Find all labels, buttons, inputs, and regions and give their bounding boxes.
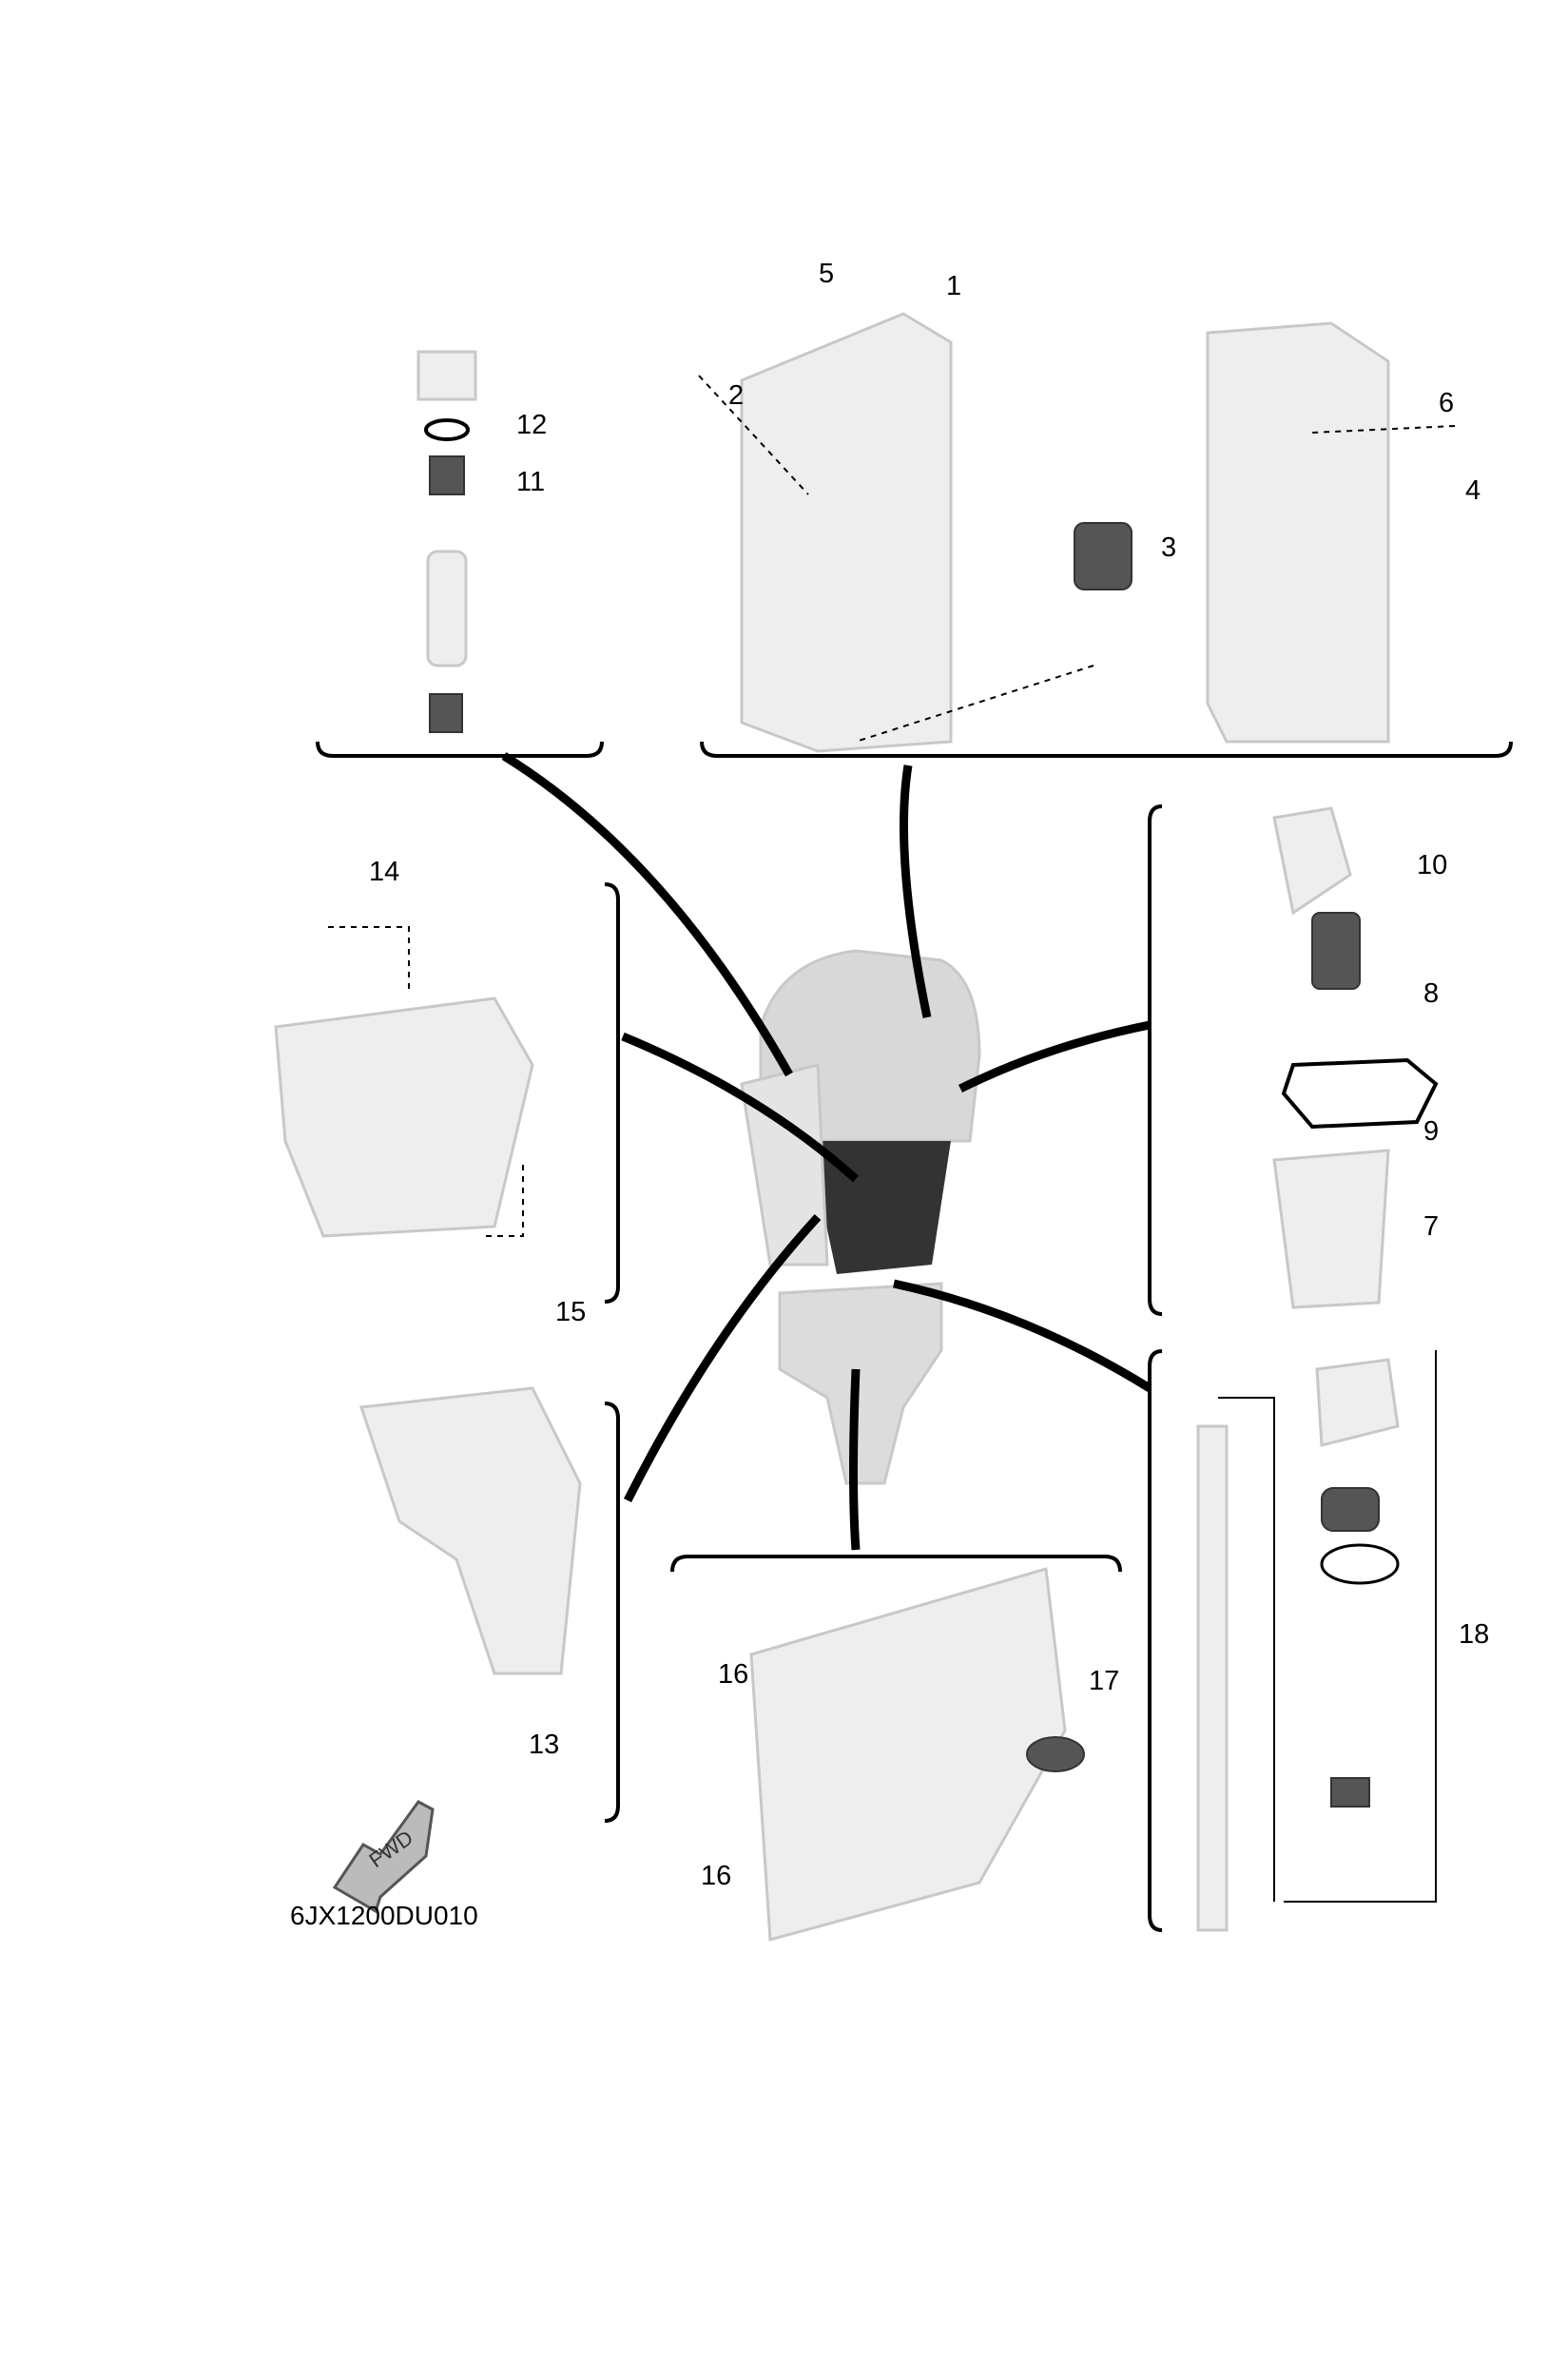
callout-8: 8: [1423, 978, 1439, 1009]
group-brackets: [316, 741, 1513, 1932]
callout-15: 15: [555, 1297, 586, 1327]
callout-16-second: 16: [701, 1861, 731, 1891]
callout-2: 2: [728, 380, 744, 411]
callout-16: 16: [718, 1659, 748, 1690]
callout-5: 5: [819, 259, 834, 289]
fwd-arrow: FWD: [332, 1800, 435, 1914]
callout-13: 13: [529, 1730, 559, 1760]
callout-1: 1: [946, 271, 961, 301]
callout-17: 17: [1089, 1666, 1119, 1696]
diagram-code: 6JX1200DU010: [290, 1901, 478, 1930]
component-sketches: [274, 312, 1456, 1942]
callout-12: 12: [516, 410, 547, 440]
callout-14: 14: [369, 857, 399, 887]
outboard-motor: [740, 949, 981, 1485]
leader-lines: [501, 752, 1152, 1551]
callout-numbers: 1 2 3 4 5 6 7 8 9 10 11 12 13 14 15 16 1…: [369, 259, 1489, 1891]
callout-4: 4: [1465, 475, 1481, 506]
callout-10: 10: [1417, 850, 1447, 880]
callout-9: 9: [1423, 1116, 1439, 1147]
callout-6: 6: [1439, 388, 1454, 418]
callout-11: 11: [516, 467, 545, 497]
callout-18: 18: [1459, 1619, 1489, 1650]
callout-3: 3: [1161, 532, 1176, 563]
callout-7: 7: [1423, 1211, 1439, 1242]
